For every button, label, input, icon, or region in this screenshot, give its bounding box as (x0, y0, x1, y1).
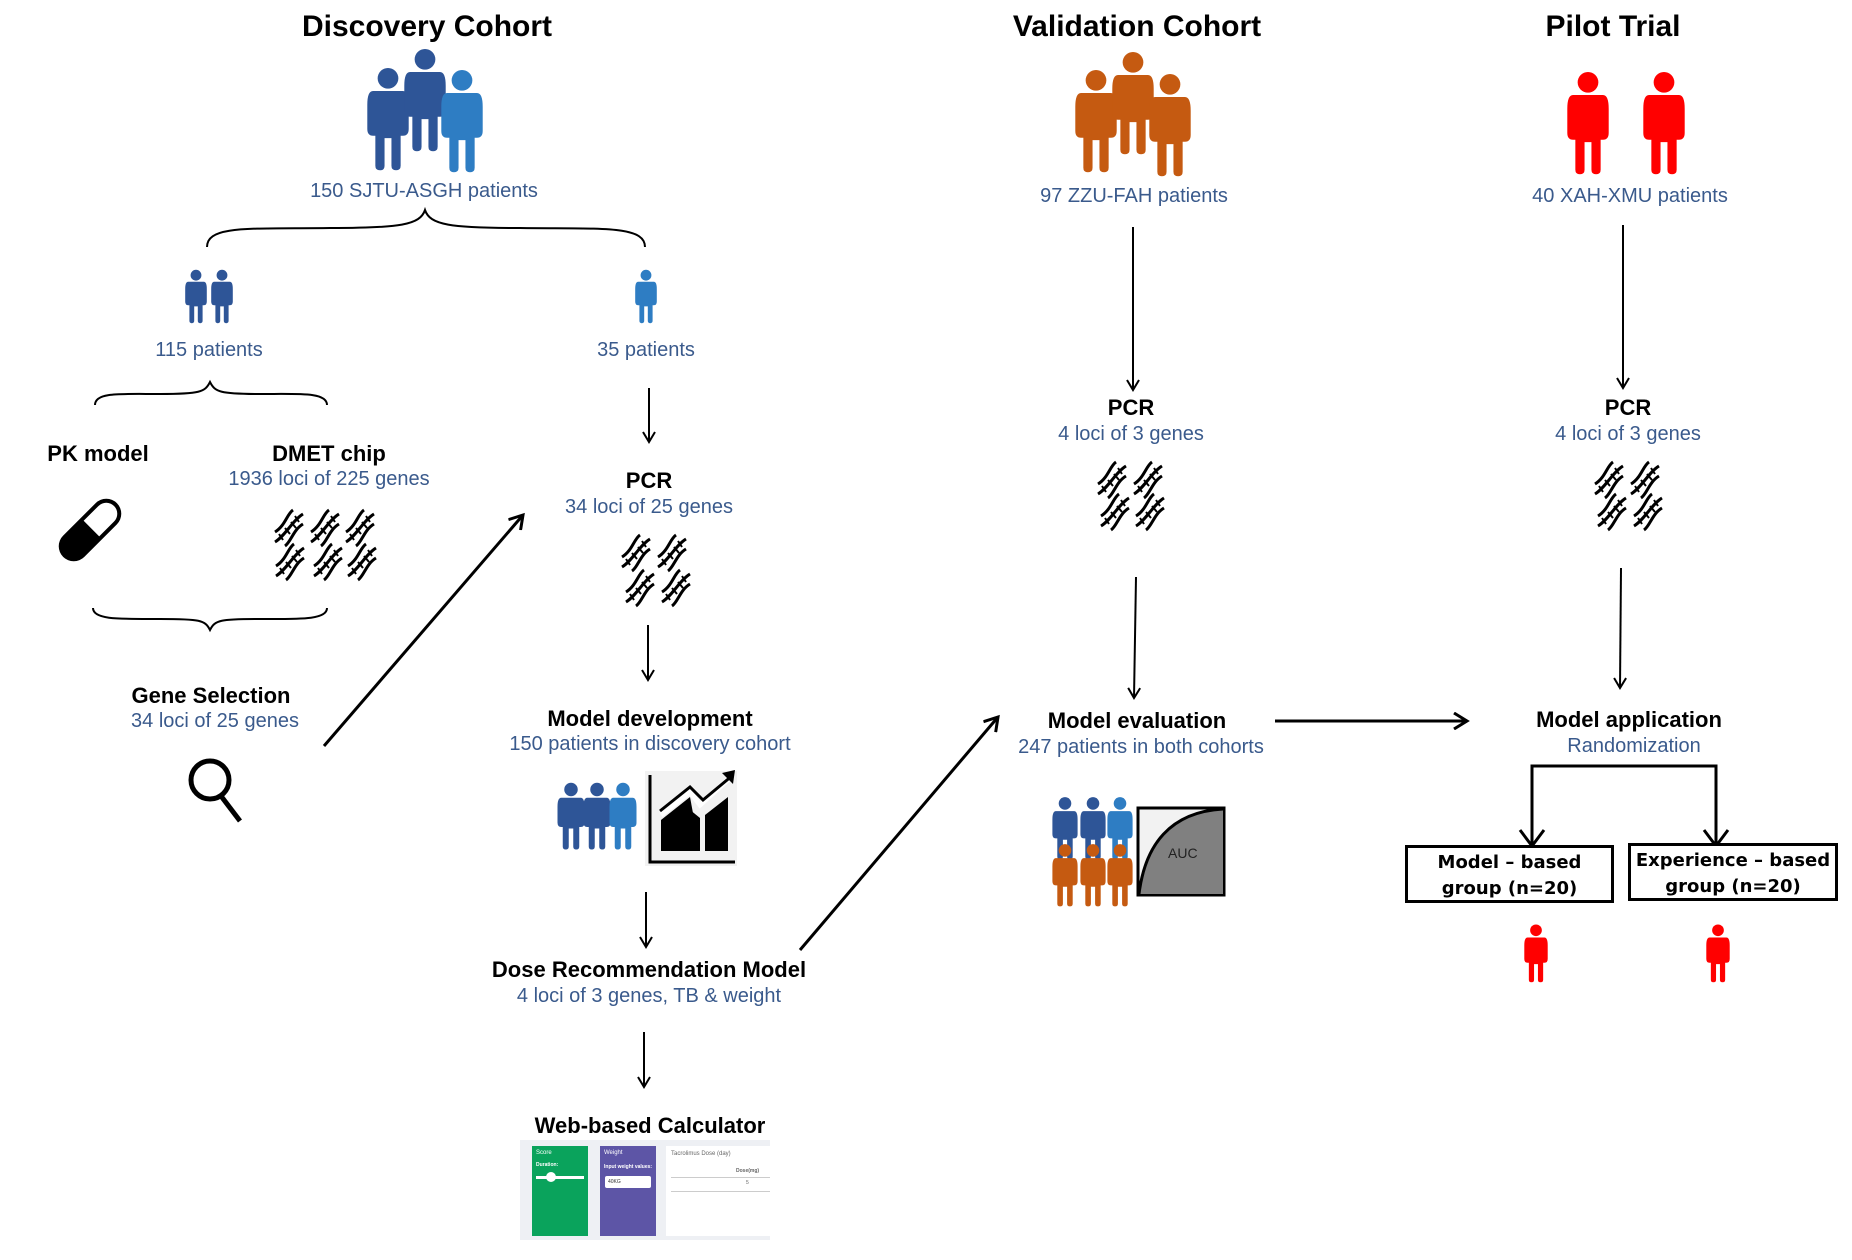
pilot-pcr-subtitle: 4 loci of 3 genes (1555, 423, 1701, 445)
arrow-dose-to-evaluation (798, 717, 998, 951)
validation-patients-label: 97 ZZU-FAH patients (1040, 185, 1228, 207)
gene-selection-title: Gene Selection (131, 683, 291, 708)
randomization-label: Randomization (1567, 735, 1701, 757)
validation-cohort-title: Validation Cohort (1012, 10, 1262, 43)
model-development-title: Model development (547, 706, 753, 731)
discovery-people-icon (367, 48, 483, 173)
brace-115 (94, 379, 328, 406)
one-person-icon (635, 269, 657, 324)
arrow-pilotpcr-to-application (1613, 567, 1627, 690)
pilot-patients-label: 40 XAH-XMU patients (1532, 185, 1728, 207)
model-application-title: Model application (1536, 707, 1722, 732)
pilot-dna-icons (1593, 460, 1664, 532)
calc-score-title: Score (536, 1150, 552, 1156)
split-left-label: 115 patients (155, 339, 263, 361)
pilot-trial-title: Pilot Trial (1545, 10, 1681, 43)
dmet-dna-icons (273, 508, 378, 582)
model-group-person-icon (1524, 924, 1548, 983)
growth-chart-icon (645, 770, 737, 866)
experience-based-group-box: Experience – based group (n=20) (1628, 843, 1838, 901)
web-calculator-screenshot: Score Duration: Weight Input weight valu… (520, 1140, 770, 1240)
calc-duration-slider (536, 1176, 584, 1179)
calc-weight-label: Input weight values: (604, 1164, 653, 1170)
pcr-dna-icons (620, 533, 692, 608)
model-based-group-line1: Model – based (1437, 852, 1582, 873)
calc-weight-select: 40KG (605, 1176, 651, 1188)
pk-model-title: PK model (47, 441, 149, 466)
experience-based-group-line2: group (n=20) (1665, 876, 1801, 897)
pilot-pcr-title: PCR (1604, 395, 1652, 420)
calc-dose-value: 5 (746, 1180, 749, 1186)
calc-dose-panel: Tacrolimus Dose (day) Dose(mg) 5 (666, 1146, 770, 1236)
model-development-subtitle: 150 patients in discovery cohort (509, 733, 791, 755)
dose-model-subtitle: 4 loci of 3 genes, TB & weight (516, 985, 782, 1007)
discovery-cohort-title: Discovery Cohort (301, 10, 553, 43)
calc-dose-column: Dose(mg) (736, 1168, 760, 1174)
magnifier-icon (188, 758, 242, 823)
split-right-label: 35 patients (597, 339, 695, 361)
calculator-title: Web-based Calculator (534, 1113, 766, 1138)
model-based-group-box: Model – based group (n=20) (1405, 845, 1614, 903)
auc-label: AUC (1168, 845, 1198, 861)
dmet-chip-title: DMET chip (272, 441, 386, 466)
validation-pcr-title: PCR (1107, 395, 1155, 420)
validation-pcr-subtitle: 4 loci of 3 genes (1058, 423, 1204, 445)
evaluation-people-icon (1052, 797, 1133, 907)
validation-dna-icons (1096, 460, 1166, 532)
arrow-gene-to-pcr (322, 515, 523, 747)
calc-duration-label: Duration: (536, 1162, 559, 1168)
arrow-valpcr-to-evaluation (1127, 576, 1142, 700)
pilot-people-icon (1567, 71, 1685, 175)
brace-gene-selection (92, 607, 328, 633)
dmet-chip-subtitle: 1936 loci of 225 genes (228, 468, 430, 490)
experience-group-person-icon (1706, 924, 1730, 983)
calc-weight-title: Weight (604, 1150, 623, 1156)
discovery-patients-label: 150 SJTU-ASGH patients (310, 180, 538, 202)
discovery-pcr-title: PCR (625, 468, 673, 493)
discovery-pcr-subtitle: 34 loci of 25 genes (565, 496, 733, 518)
auc-curve-icon (1136, 806, 1226, 897)
calc-slider-knob (546, 1172, 556, 1182)
calc-score-panel: Score Duration: (532, 1146, 588, 1236)
validation-people-icon (1075, 51, 1191, 177)
calc-dose-title: Tacrolimus Dose (day) (671, 1151, 731, 1157)
gene-selection-subtitle: 34 loci of 25 genes (131, 710, 299, 732)
model-evaluation-title: Model evaluation (1047, 708, 1227, 733)
model-dev-people-icon (557, 782, 637, 850)
model-based-group-line2: group (n=20) (1441, 878, 1578, 899)
split-brace (206, 206, 646, 248)
model-evaluation-subtitle: 247 patients in both cohorts (1018, 736, 1264, 758)
pill-icon (58, 498, 122, 562)
dose-model-title: Dose Recommendation Model (491, 957, 807, 982)
calc-weight-panel: Weight Input weight values: 40KG (600, 1146, 656, 1236)
two-people-icon (185, 269, 233, 324)
experience-based-group-line1: Experience – based (1635, 850, 1831, 871)
randomization-branch (1518, 764, 1730, 849)
